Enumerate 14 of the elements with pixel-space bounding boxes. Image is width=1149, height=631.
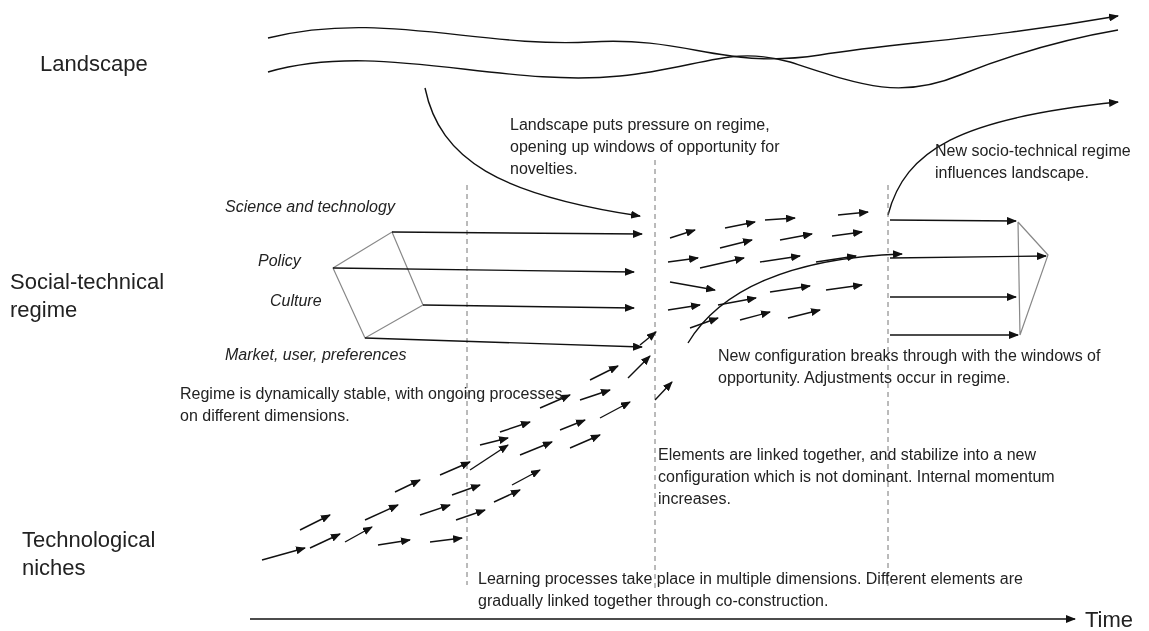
annotation-text: Regime is dynamically stable, with ongoing processes on different dimensions. [180,384,564,426]
dimension-label: Market, user, preferences [225,345,407,365]
annotation-text: Learning processes take place in multiple dimensions. Different elements are gradually linked together through co-construction. [478,569,1024,611]
annotation-text: New socio-technical regime influences landscape. [935,141,1132,183]
annotation-text: Landscape puts pressure on regime, opening up windows of opportunity for novelties. [510,115,781,179]
dimension-label: Policy [258,251,301,271]
level-label: Landscape [40,50,148,78]
level-label: Social-technical regime [10,268,166,324]
annotation-text: New configuration breaks through with the windows of opportunity. Adjustments occur in regime. [718,346,1102,388]
axis-label: Time [1085,606,1134,631]
annotation-text: Elements are linked together, and stabilize into a new configuration which is not dominant. Internal momentum increases. [658,445,1056,509]
dimension-label: Culture [270,291,322,311]
dimension-label: Science and technology [225,197,395,217]
level-label: Technological niches [22,526,157,582]
